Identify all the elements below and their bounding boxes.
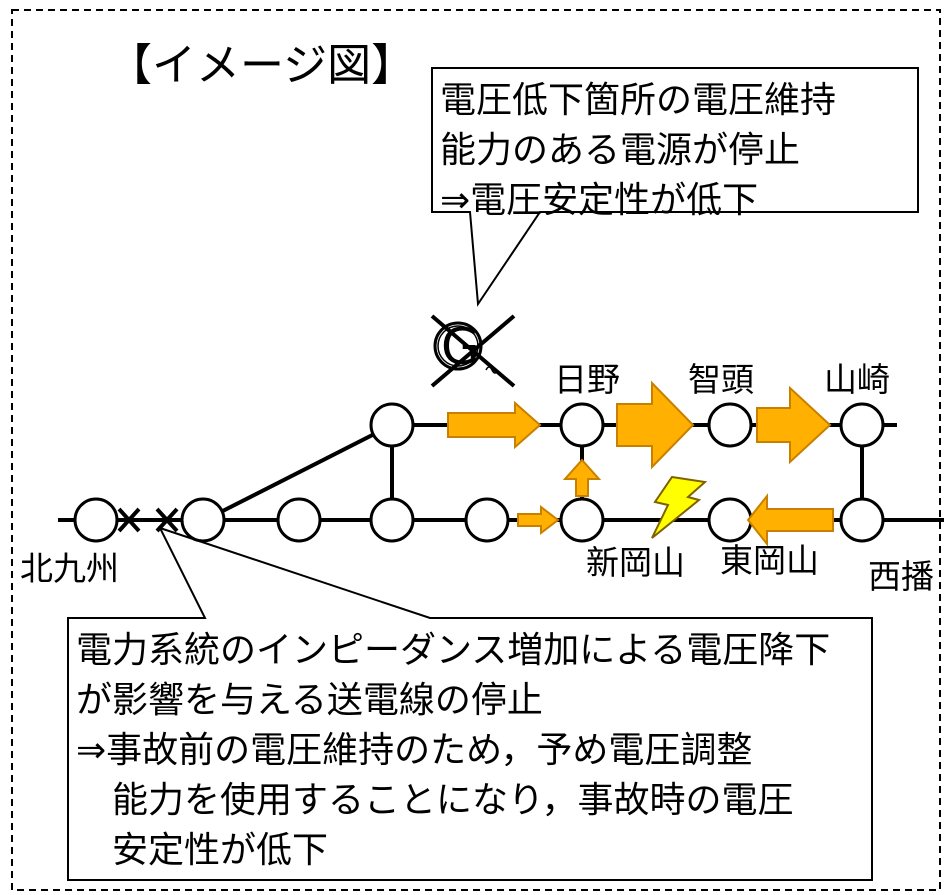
- flow-arrow-left: [746, 493, 834, 547]
- callout-top-text: 電圧低下箇所の電圧維持 能力のある電源が停止 ⇒電圧安定性が低下: [440, 76, 836, 226]
- node-label-chizu: 智頭: [688, 360, 754, 399]
- node-2: [180, 497, 226, 543]
- callout-bottom-line: 能力を使用することになり，事故時の電圧: [76, 780, 794, 821]
- node-label-nishiharima: 西播: [868, 557, 934, 596]
- callout-bottom-text: 電力系統のインピーダンス増加による電圧降下 が影響を与える送電線の停止 ⇒事故前…: [76, 626, 830, 876]
- node-label-higashi-okayama: 東岡山: [720, 541, 819, 580]
- node-higashi-okayama: [707, 497, 753, 543]
- node-label-yamasaki: 山崎: [824, 360, 890, 399]
- node-nishiharima: [839, 497, 885, 543]
- node-3: [276, 497, 322, 543]
- node-label-shin-okayama: 新岡山: [586, 543, 685, 582]
- callout-bottom-line: 安定性が低下: [76, 830, 329, 871]
- node-hino: [559, 402, 605, 448]
- callout-bottom-box: [67, 526, 873, 881]
- flow-arrow-right-small: [517, 504, 560, 536]
- node-chizu: [707, 402, 753, 448]
- node-shin-okayama: [559, 497, 605, 543]
- outer-dashed-frame: [11, 9, 941, 891]
- callout-top-box: [431, 67, 919, 307]
- generator-icon: [430, 314, 516, 388]
- power-flow-arrows: [447, 380, 834, 547]
- flow-arrow-up: [562, 458, 602, 497]
- node-5: [464, 497, 510, 543]
- callout-bottom-line: 電力系統のインピーダンス増加による電圧降下: [76, 630, 831, 671]
- flow-arrow-right-1: [447, 400, 542, 450]
- node-kitakyushu: [73, 497, 119, 543]
- flow-arrow-right-2: [616, 380, 695, 470]
- bus-nodes: [73, 402, 885, 543]
- node-yamasaki: [839, 402, 885, 448]
- callout-bottom-line: ⇒事故前の電圧維持のため，予め電圧調整: [76, 730, 753, 771]
- flow-arrow-right-3: [756, 385, 832, 465]
- generator-label: G: [441, 318, 480, 376]
- cross-mark-icon: [117, 507, 179, 533]
- callout-top-line: 電圧低下箇所の電圧維持: [440, 80, 837, 121]
- callout-top-line: ⇒電圧安定性が低下: [440, 180, 759, 221]
- node-label-hino: 日野: [554, 360, 620, 399]
- lightning-fault-icon: [651, 475, 708, 539]
- node-upper-left: [369, 402, 415, 448]
- callout-top-line: 能力のある電源が停止: [440, 130, 801, 171]
- page-title: 【イメージ図】: [108, 40, 416, 91]
- node-label-kitakyushu: 北九州: [20, 549, 119, 588]
- node-4: [369, 497, 415, 543]
- callout-bottom-line: が影響を与える送電線の停止: [76, 680, 543, 721]
